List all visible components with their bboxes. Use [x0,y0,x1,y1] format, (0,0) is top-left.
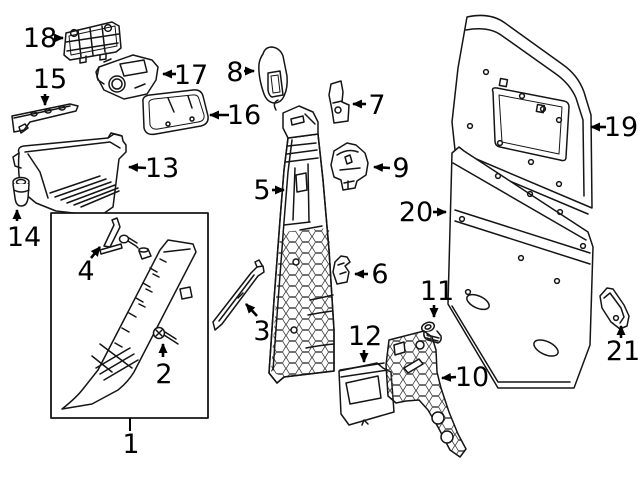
part-3-trim-strip [212,259,265,331]
callout-19-number: 19 [604,112,638,143]
callout-5: 5 [253,175,285,206]
callout-2-number: 2 [155,359,172,390]
callout-15: 15 [33,64,67,106]
callout-15-number: 15 [33,64,67,95]
part-14-plug [12,176,30,207]
callout-9-number: 9 [392,153,409,184]
callout-19: 19 [590,112,638,143]
callout-21: 21 [606,325,640,367]
callout-3-number: 3 [253,316,270,347]
part-1-assembly-box [50,212,209,419]
callout-11: 11 [420,276,454,318]
callout-10-number: 10 [455,362,489,393]
callout-5-number: 5 [253,175,270,206]
part-7-bracket [328,80,350,124]
part-4-screw [118,234,139,249]
callout-14: 14 [7,209,41,253]
callout-3: 3 [245,303,271,347]
callout-13-number: 13 [145,153,179,184]
part-18-grid-bracket [63,21,122,64]
callout-16-number: 16 [227,100,261,131]
part-5-b-pillar-trim [268,99,335,384]
callout-9: 9 [373,153,410,184]
callout-7-number: 7 [368,90,385,121]
callout-1: 1 [122,418,140,460]
part-16-cover [142,89,209,136]
callout-4-number: 4 [77,256,94,287]
part-15-flat-bracket [11,103,79,134]
callout-8: 8 [226,57,255,88]
part-13-storage-tray [12,132,127,217]
part-17-housing [95,54,159,100]
part-9-bracket-housing [330,142,369,191]
callout-8-number: 8 [226,57,243,88]
part-6-clip [332,255,351,285]
callout-17: 17 [162,60,208,91]
part-10-lower-pillar-trim [385,330,467,458]
callout-14-number: 14 [7,222,41,253]
part-4-ferrule [138,247,152,260]
callout-10: 10 [441,362,489,393]
part-21-handle-trim [599,287,630,330]
part-20-lower-rear-wall-panel [447,146,594,389]
callout-6-number: 6 [371,259,388,290]
callout-13: 13 [128,153,179,184]
callout-17-number: 17 [174,60,208,91]
callout-21-number: 21 [606,336,640,367]
part-8-belt-guide-cover [258,46,288,104]
part-1-a-pillar-trim [61,239,197,410]
callout-16: 16 [209,100,261,131]
callout-2: 2 [155,343,173,390]
part-19-upper-rear-wall-panel [451,14,593,215]
callout-18: 18 [23,23,64,54]
callout-20-number: 20 [399,197,433,228]
part-4-clip [99,217,123,255]
callout-20: 20 [399,197,447,228]
callout-11-number: 11 [420,276,454,307]
callout-4: 4 [77,246,102,287]
callout-18-number: 18 [23,23,57,54]
callout-6: 6 [354,259,389,290]
callout-1-number: 1 [122,429,139,460]
part-2-screw [152,326,179,345]
callout-12: 12 [348,321,382,363]
callout-7: 7 [352,90,386,121]
callout-12-number: 12 [348,321,382,352]
